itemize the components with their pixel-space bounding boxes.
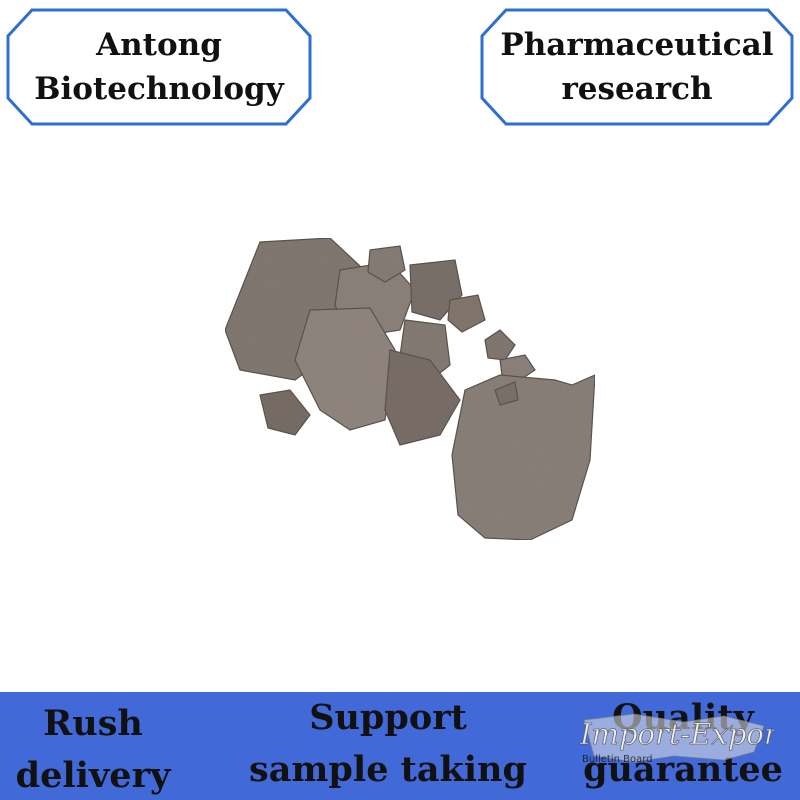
category-badge: Pharmaceutical research — [480, 8, 794, 126]
watermark-title: Import-Export — [579, 717, 774, 751]
brand-name-line1: Antong — [96, 27, 222, 63]
brand-badge: Antong Biotechnology — [6, 8, 312, 126]
watermark: Import-Export Bulletin Board — [579, 713, 774, 765]
badge-frame-left — [6, 8, 312, 126]
brand-name: Antong Biotechnology — [34, 23, 283, 111]
category-name-line1: Pharmaceutical — [500, 27, 774, 63]
category-name: Pharmaceutical research — [500, 23, 773, 111]
globe-icon — [583, 713, 765, 763]
feature-rush-delivery-line2: delivery — [15, 755, 171, 796]
feature-rush-delivery: Rush delivery — [8, 698, 178, 800]
badge-frame-right — [480, 8, 794, 126]
feature-sample-taking: Support sample taking — [238, 692, 538, 796]
watermark-subtitle: Bulletin Board — [582, 754, 653, 765]
feature-sample-taking-line2: sample taking — [249, 749, 527, 790]
category-name-line2: research — [561, 71, 713, 107]
brand-name-line2: Biotechnology — [34, 71, 284, 107]
feature-sample-taking-line1: Support — [309, 697, 467, 738]
product-image — [224, 237, 596, 541]
feature-rush-delivery-line1: Rush — [43, 703, 143, 744]
